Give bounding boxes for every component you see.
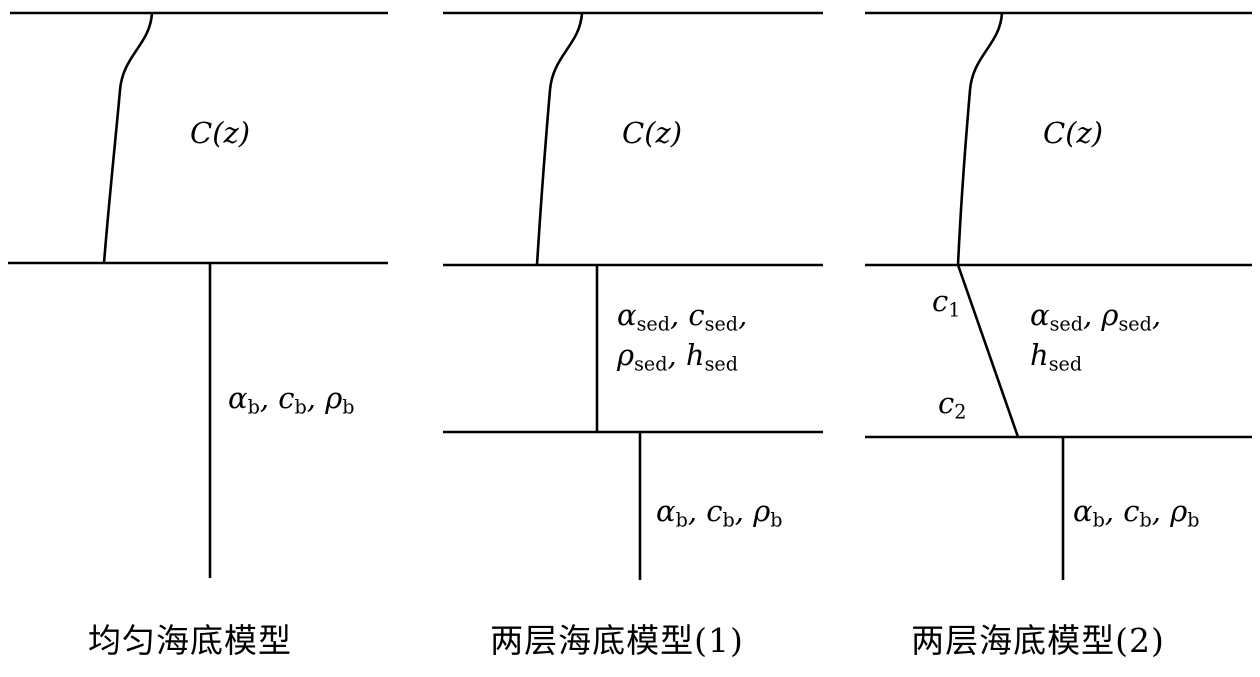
panel-two-layer-1-linework [443,11,823,580]
basement-parameters-label: αb, cb, ρb [656,494,783,532]
sediment-parameters-label-line2: ρsed, hsed [617,338,738,376]
sediment-parameters-label-line1: αsed, ρsed, [1030,298,1162,336]
panel-caption: 两层海底模型(1) [490,621,744,660]
sediment-bottom-speed-label: c2 [938,386,967,424]
profile-label: C(z) [622,116,683,150]
sediment-parameters-label-line1: αsed, csed, [617,298,748,336]
basement-parameters-label: αb, cb, ρb [1073,494,1200,532]
profile-label: C(z) [1043,116,1104,150]
sound-speed-profile-curve [956,12,1004,266]
sediment-top-speed-label: c1 [932,284,961,322]
profile-label: C(z) [190,116,251,150]
panel-uniform-linework [8,11,388,578]
panel-caption: 两层海底模型(2) [911,621,1165,660]
sound-speed-profile-curve [102,12,154,264]
basement-parameters-label: αb, cb, ρb [228,381,355,419]
panel-two-layer-2-linework [865,11,1252,580]
sediment-parameters-label-line2: hsed [1030,338,1083,376]
sediment-gradient-slanted-line [956,264,1020,438]
sound-speed-profile-curve [535,12,584,266]
panel-caption: 均匀海底模型 [88,621,292,660]
